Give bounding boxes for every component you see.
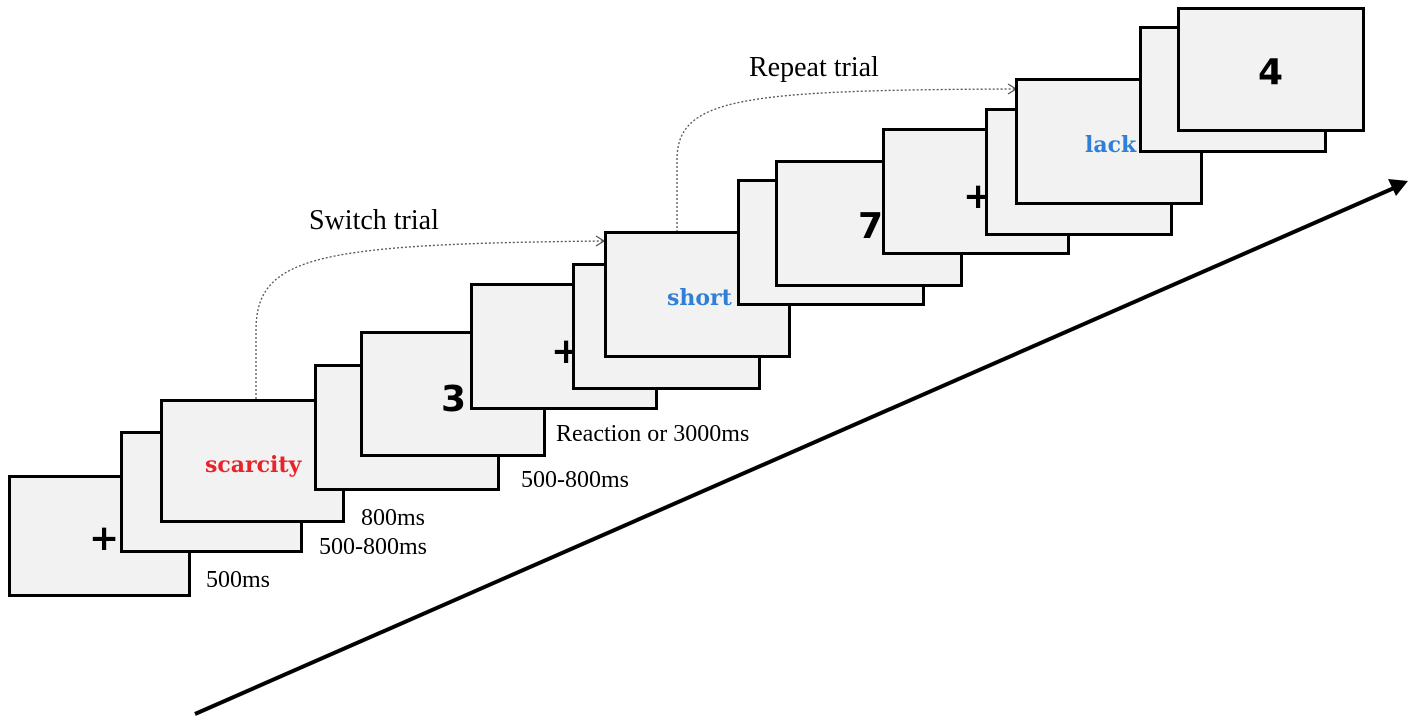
digit-stimulus: 7	[858, 206, 884, 247]
switch-trial-label: Switch trial	[309, 205, 439, 236]
frame-fixation-1: +	[8, 475, 191, 597]
digit-stimulus: 4	[1258, 52, 1284, 93]
cue-word: short	[667, 285, 732, 311]
time-axis-arrow	[194, 186, 1395, 716]
duration-blank: 500-800ms	[319, 534, 427, 560]
duration-fixation: 500ms	[206, 567, 271, 593]
digit-stimulus: 3	[441, 379, 467, 420]
fixation-cross: +	[89, 518, 120, 559]
cue-word: scarcity	[205, 452, 302, 478]
duration-response: Reaction or 3000ms	[556, 421, 750, 447]
switch-trial-arrow	[255, 240, 605, 399]
duration-cue: 800ms	[361, 505, 426, 531]
repeat-trial-arrow	[676, 88, 1017, 232]
cue-word: lack	[1085, 132, 1137, 158]
repeat-trial-label: Repeat trial	[749, 52, 879, 83]
frame-digit-4: 4	[1177, 7, 1365, 132]
duration-blank-2: 500-800ms	[521, 467, 629, 493]
